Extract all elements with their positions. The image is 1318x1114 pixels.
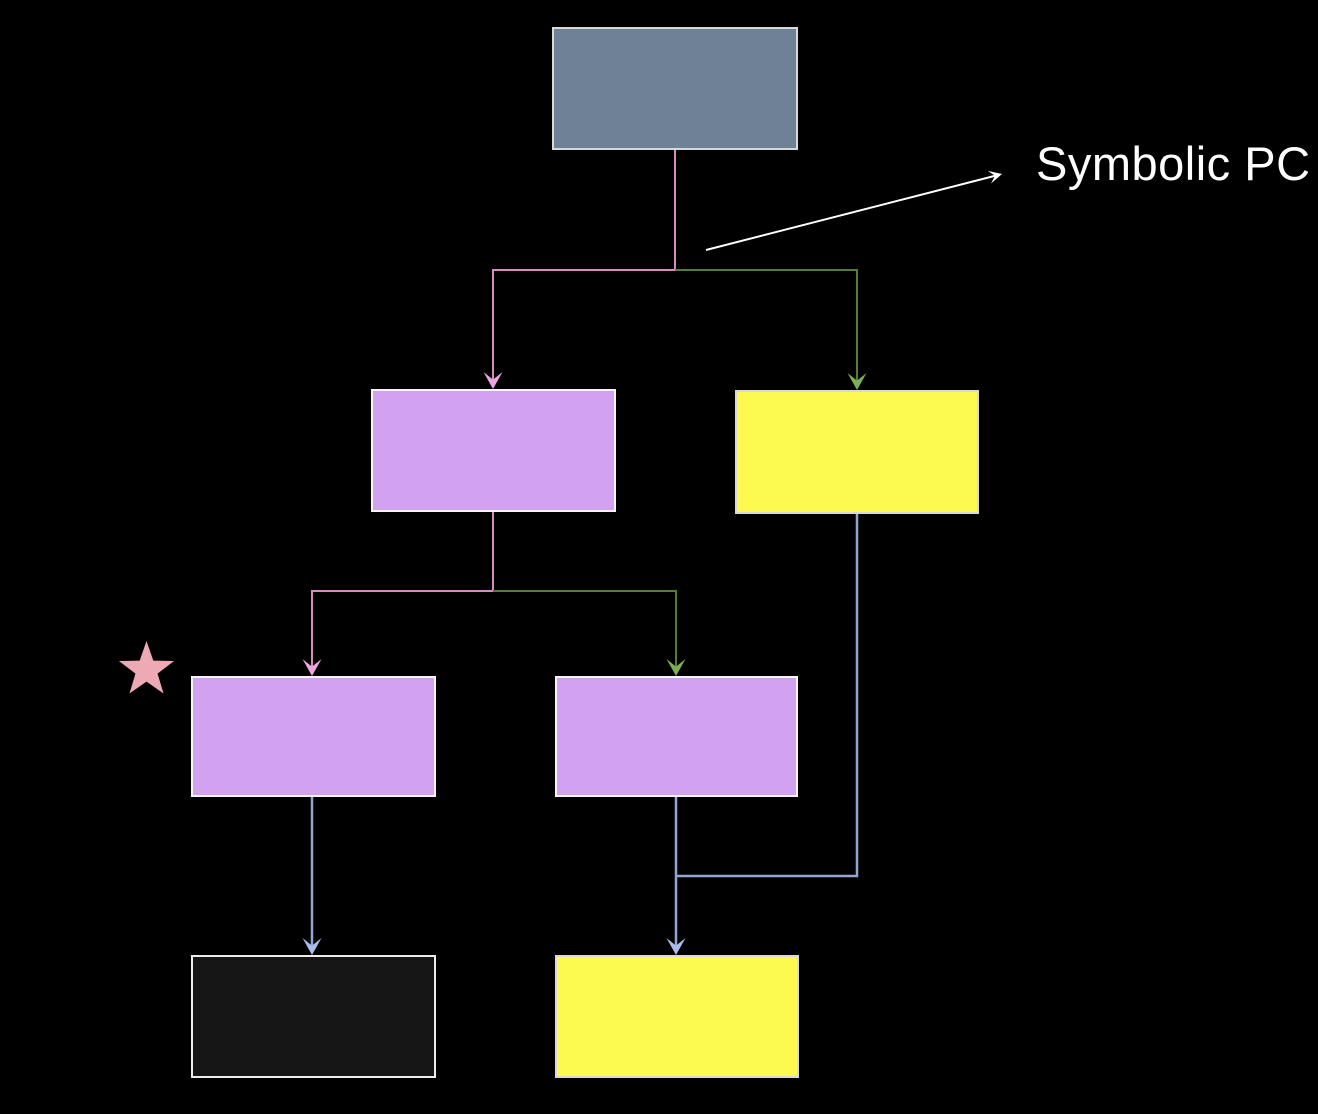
- edge-branch-left-to-leaf-mid: [493, 590, 686, 676]
- annotation-arrow: [705, 170, 1002, 251]
- edge-leaf-mid-to-terminal-yellow: [666, 796, 686, 955]
- arrowhead-icon: [302, 938, 322, 955]
- node-terminal-black: [191, 955, 436, 1078]
- node-leaf-starred-purple: [191, 676, 436, 797]
- node-terminal-yellow: [555, 955, 799, 1078]
- arrowhead-icon: [987, 170, 1002, 184]
- edge-branch-left-to-leaf-starred: [302, 511, 494, 676]
- node-root-gray: [552, 27, 798, 150]
- node-branch-right-yellow: [735, 390, 979, 514]
- edge-leaf-starred-to-terminal-black: [302, 796, 322, 955]
- edge-branch-right-to-junction: [676, 513, 859, 878]
- node-leaf-mid-purple: [555, 676, 798, 797]
- star-icon: [118, 641, 175, 694]
- arrowhead-icon: [302, 659, 322, 676]
- edge-root-to-branch-right: [675, 269, 867, 390]
- node-branch-left-purple: [371, 389, 616, 512]
- arrowhead-icon: [847, 373, 867, 390]
- edge-root-to-branch-left: [483, 149, 676, 389]
- annotation-label: Symbolic PC: [1036, 137, 1311, 190]
- arrowhead-icon: [483, 372, 503, 389]
- arrowhead-icon: [666, 938, 686, 955]
- arrowhead-icon: [666, 659, 686, 676]
